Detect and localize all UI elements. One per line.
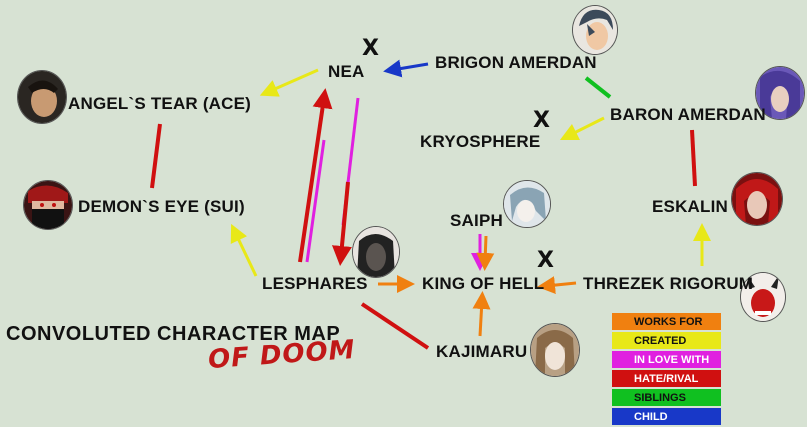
avatar-eskalin — [731, 172, 783, 226]
dead-mark-king: X — [537, 248, 554, 273]
link-lesphares-kajimaru — [360, 302, 430, 350]
link-brigon-baron — [584, 76, 612, 99]
link-angels-demons — [150, 123, 162, 189]
character-portrait-icon — [504, 181, 550, 227]
legend-item: WORKS FOR — [612, 313, 721, 330]
character-portrait-icon — [18, 71, 66, 123]
character-portrait-icon — [24, 181, 72, 229]
node-brigon-amerdan: BRIGON AMERDAN — [435, 53, 597, 72]
avatar-demons-eye — [23, 180, 73, 230]
link-lesphares-nea-hate — [298, 88, 333, 263]
node-saiph: SAIPH — [450, 211, 503, 230]
dead-mark-kryosphere: X — [533, 108, 550, 133]
dead-mark-nea: X — [362, 36, 379, 61]
legend-item: CREATED — [612, 332, 721, 349]
legend: WORKS FOR CREATED IN LOVE WITH HATE/RIVAL SI… — [612, 313, 721, 427]
character-portrait-icon — [756, 67, 804, 119]
character-portrait-icon — [573, 6, 617, 54]
node-king-of-hell: KING OF HELL — [422, 274, 545, 293]
character-portrait-icon — [732, 173, 782, 225]
node-baron-amerdan: BARON AMERDAN — [610, 105, 766, 124]
node-angels-tear: ANGEL`S TEAR (ACE) — [68, 94, 252, 113]
node-lesphares: LESPHARES — [262, 274, 368, 293]
link-lesphares-nea-love — [305, 139, 326, 263]
link-lesphares-demons — [230, 223, 258, 277]
avatar-brigon — [572, 5, 618, 55]
map-title: CONVOLUTED CHARACTER MAP — [6, 323, 341, 345]
node-nea: NEA — [328, 62, 365, 81]
link-brigon-nea — [383, 59, 429, 78]
node-threzek-rigorum: THREZEK RIGORUM — [583, 274, 754, 293]
character-portrait-icon — [741, 273, 785, 321]
link-threzek-king — [537, 276, 577, 295]
avatar-baron — [755, 66, 805, 120]
avatar-saiph — [503, 180, 551, 228]
avatar-threzek — [740, 272, 786, 322]
link-nea-angels-tear — [259, 68, 319, 97]
link-baron-kryosphere — [559, 116, 605, 141]
node-demons-eye: DEMON`S EYE (SUI) — [78, 197, 245, 216]
link-baron-eskalin — [690, 129, 697, 187]
avatar-lesphares — [352, 226, 400, 278]
legend-item: HATE/RIVAL — [612, 370, 721, 387]
node-kryosphere: KRYOSPHERE — [420, 132, 541, 151]
legend-item: IN LOVE WITH — [612, 351, 721, 368]
node-kajimaru: KAJIMARU — [436, 342, 528, 361]
avatar-kajimaru — [530, 323, 580, 377]
character-portrait-icon — [353, 227, 399, 277]
avatar-angels-tear — [17, 70, 67, 124]
link-kajimaru-king — [472, 291, 491, 337]
node-eskalin: ESKALIN — [652, 197, 729, 216]
character-portrait-icon — [531, 324, 579, 376]
link-saiph-king-work — [476, 235, 495, 271]
legend-item: SIBLINGS — [612, 389, 721, 406]
link-nea-lesphares-hate — [331, 181, 352, 266]
legend-item: CHILD — [612, 408, 721, 425]
